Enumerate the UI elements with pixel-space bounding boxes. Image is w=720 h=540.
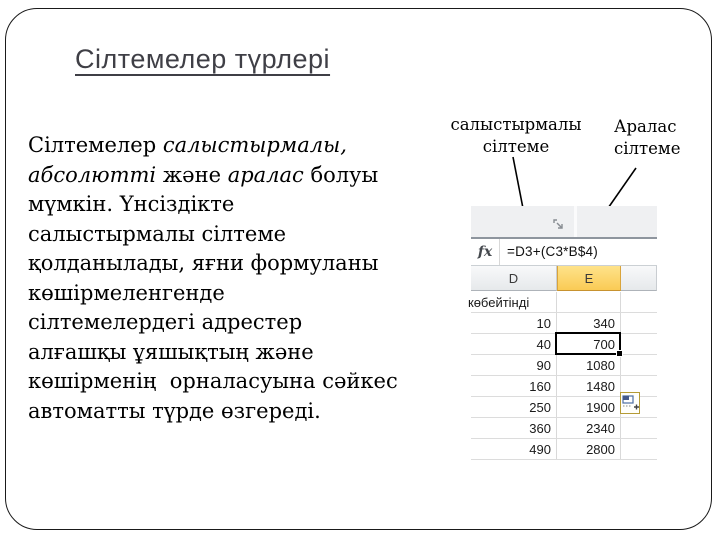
grid-hline	[471, 417, 657, 418]
body-text-segment: аралас	[227, 162, 304, 187]
body-text-segment: абсолютті	[28, 162, 157, 187]
cell-e[interactable]: 340	[593, 316, 615, 331]
insert-function-icon[interactable]: fx	[471, 239, 500, 265]
table-row[interactable]: 10 340	[471, 313, 657, 334]
column-header-d[interactable]: D	[471, 266, 557, 291]
grid-vline-2	[620, 292, 621, 460]
table-row[interactable]: 490 2800	[471, 439, 657, 460]
cell-d[interactable]: 90	[536, 358, 551, 373]
table-row[interactable]: 360 2340	[471, 418, 657, 439]
dialog-launcher-icon[interactable]	[553, 218, 565, 230]
fill-handle[interactable]	[616, 350, 623, 357]
cell-e-selected[interactable]: 700	[593, 337, 615, 352]
page-title: Сілтемелер түрлері	[75, 44, 331, 74]
annotation-mixed-reference: Аралас сілтеме	[614, 116, 709, 160]
body-text-segment: салыстырмалы,	[162, 133, 347, 157]
cell-e[interactable]: 2340	[586, 421, 615, 436]
data-rows: 10 340 40 700 90 1080 160 1480 250 1900 360 2340 490…	[471, 313, 657, 460]
cell-e[interactable]: 2800	[586, 442, 615, 457]
grid-rows: көбейтінді 10 340 40 700 90 1080 160 1480 250 190…	[468, 292, 657, 460]
body-text-segment: сілтемелердегі адрестер	[28, 310, 303, 334]
cell-d[interactable]: 490	[529, 442, 551, 457]
cell-e[interactable]: 1480	[586, 379, 615, 394]
slide-border-frame	[5, 8, 712, 530]
body-text-segment: салыстырмалы сілтеме	[28, 221, 287, 246]
grid-hline	[471, 459, 657, 460]
grid-hline	[471, 375, 657, 376]
autofill-options-icon[interactable]	[620, 392, 640, 414]
cell-d[interactable]: 250	[529, 400, 551, 415]
body-text-segment: және	[156, 162, 228, 187]
column-header-partial[interactable]	[621, 266, 657, 291]
table-row[interactable]: 160 1480	[471, 376, 657, 397]
excel-screenshot: fx =D3+(C3*B$4) D E көбейтінді 10 340 40 70…	[468, 206, 657, 464]
grid-hline	[471, 438, 657, 439]
grid-hline	[471, 312, 657, 313]
table-row[interactable]: 250 1900	[471, 397, 657, 418]
grid-hline	[471, 396, 657, 397]
selected-cell-border	[555, 332, 623, 357]
grid-vline-1	[556, 292, 557, 460]
cell-d[interactable]: 10	[536, 316, 551, 331]
cell-d[interactable]: 40	[536, 337, 551, 352]
body-text-segment: көшірменің орналасуына сәйкес	[28, 369, 398, 393]
table-row[interactable]: 90 1080	[471, 355, 657, 376]
cell-d[interactable]: 160	[529, 379, 551, 394]
ribbon-bottom-edge	[471, 237, 657, 239]
cell-e[interactable]: 1900	[586, 400, 615, 415]
body-text-segment: болуы	[303, 162, 379, 187]
column-headers: D E	[471, 266, 657, 292]
annotation-right-line1: Аралас	[614, 117, 677, 136]
column-header-e-selected[interactable]: E	[557, 266, 621, 291]
annotation-left-line2: сілтеме	[482, 137, 550, 156]
cell-e[interactable]: 1080	[586, 358, 615, 373]
label-row[interactable]: көбейтінді	[468, 292, 657, 313]
cell-d[interactable]: 360	[529, 421, 551, 436]
body-text-segment: көшірмеленгенде	[28, 280, 225, 305]
formula-input[interactable]: =D3+(C3*B$4)	[507, 244, 598, 259]
formula-bar: fx =D3+(C3*B$4)	[471, 239, 657, 266]
body-text-segment: Сілтемелер	[28, 133, 163, 157]
annotation-left-line1: салыстырмалы	[450, 115, 582, 134]
cell-label[interactable]: көбейтінді	[468, 295, 530, 310]
ribbon-group-divider	[574, 206, 577, 237]
annotation-relative-reference: салыстырмалы сілтеме	[436, 114, 596, 158]
ribbon-strip	[471, 206, 657, 237]
body-text-segment: автоматты түрде өзгереді.	[28, 398, 321, 423]
body-text-segment: қолданылады, яғни формуланы	[28, 251, 379, 275]
body-text: Сілтемелер салыстырмалы,абсолютті және а…	[28, 131, 478, 426]
annotation-right-line2: сілтеме	[614, 139, 681, 158]
body-text-segment: мүмкін. Үнсіздікте	[28, 192, 235, 216]
body-text-segment: алғашқы ұяшықтың және	[28, 339, 314, 364]
